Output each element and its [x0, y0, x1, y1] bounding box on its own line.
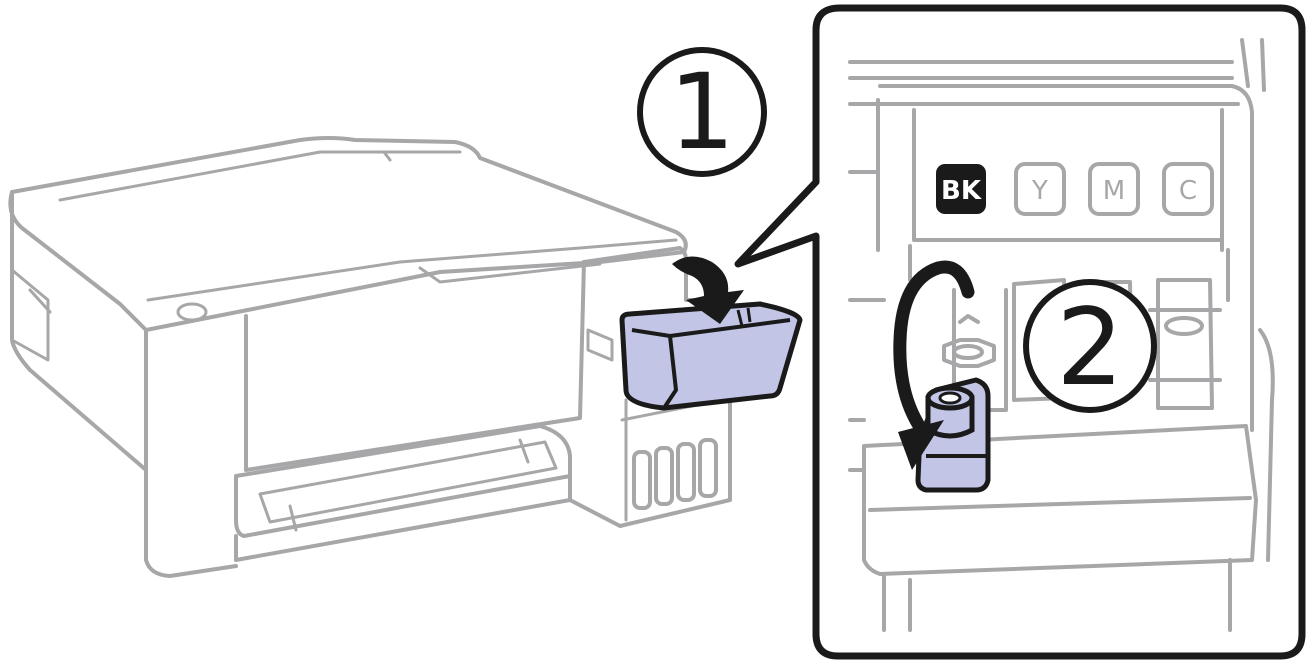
ink-label-bk-box [936, 164, 986, 214]
ink-label-m-box [1088, 162, 1140, 216]
step-1-circle [637, 47, 767, 177]
step-2-number: 2 [1056, 286, 1123, 409]
zoom-callout: BK Y M C [734, 4, 1306, 660]
tank-window [676, 442, 696, 502]
step-2-badge: 2 [1023, 279, 1157, 413]
open-cover-arrow [672, 256, 744, 324]
ink-label-y: Y [1014, 162, 1066, 216]
ink-tank-windows [632, 438, 718, 510]
ink-label-bk: BK [936, 164, 986, 214]
step-1-badge: 1 [637, 47, 767, 177]
ink-color-labels: BK Y M C [936, 162, 1214, 216]
step-1-number: 1 [669, 51, 735, 173]
ink-label-m: M [1088, 162, 1140, 216]
ink-label-y-text: Y [1031, 176, 1048, 206]
tank-window [632, 450, 652, 510]
step-2-circle [1023, 279, 1157, 413]
ink-label-bk-text: BK [941, 176, 982, 206]
printer [8, 136, 732, 578]
printer-front [244, 260, 586, 472]
ink-label-c: C [1162, 162, 1214, 216]
rotate-cap-arrow [893, 260, 975, 470]
tank-window [698, 438, 718, 498]
ink-label-y-box [1014, 162, 1066, 216]
ink-label-c-box [1162, 162, 1214, 216]
ink-tank-cover [619, 301, 803, 411]
ink-label-m-text: M [1103, 176, 1125, 206]
power-button [176, 302, 208, 322]
bk-tank-cap [915, 377, 991, 493]
tank-window [654, 446, 674, 506]
ink-tank-cover-body [619, 301, 803, 411]
printer-lid [8, 136, 688, 332]
ink-label-c-text: C [1179, 176, 1197, 206]
